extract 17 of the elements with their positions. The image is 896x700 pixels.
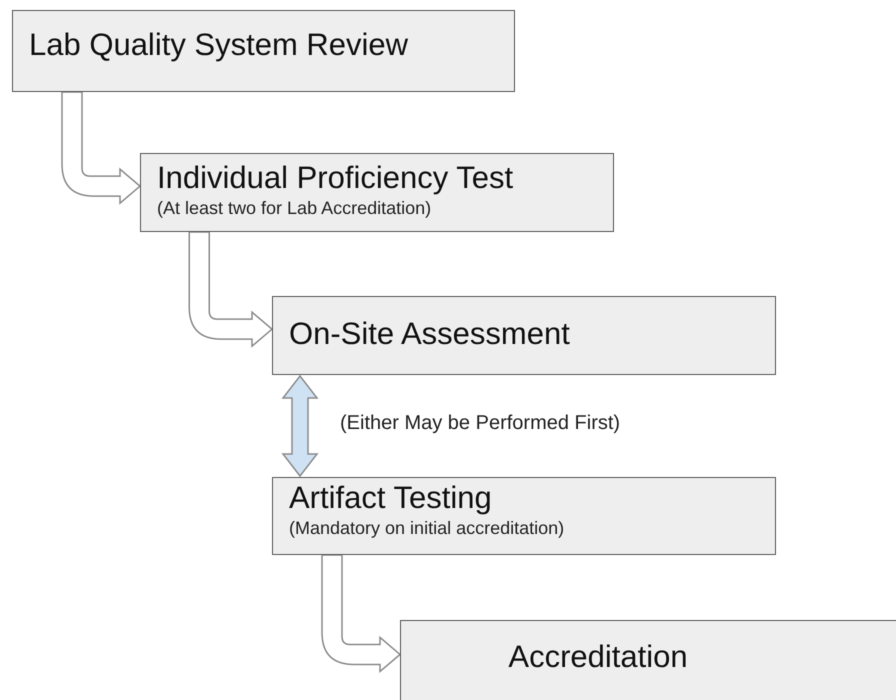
process-box bbox=[272, 477, 776, 555]
box-note: (Mandatory on initial accreditation) bbox=[289, 518, 566, 539]
box-note: (At least two for Lab Accreditation) bbox=[157, 198, 432, 219]
process-box bbox=[140, 153, 614, 232]
box-title: Artifact Testing bbox=[289, 480, 493, 516]
box-title: Individual Proficiency Test bbox=[157, 160, 514, 196]
note-text: (Either May be Performed First) bbox=[340, 412, 620, 435]
box-title: Accreditation bbox=[507, 639, 689, 675]
process-box bbox=[12, 10, 515, 92]
double-block-arrow bbox=[281, 374, 319, 478]
process-box bbox=[272, 296, 776, 375]
block-arrow bbox=[61, 91, 141, 204]
process-box bbox=[400, 620, 896, 700]
block-arrow bbox=[188, 231, 273, 347]
block-arrow bbox=[321, 554, 401, 672]
box-title: Lab Quality System Review bbox=[29, 27, 410, 63]
box-title: On-Site Assessment bbox=[289, 316, 571, 352]
